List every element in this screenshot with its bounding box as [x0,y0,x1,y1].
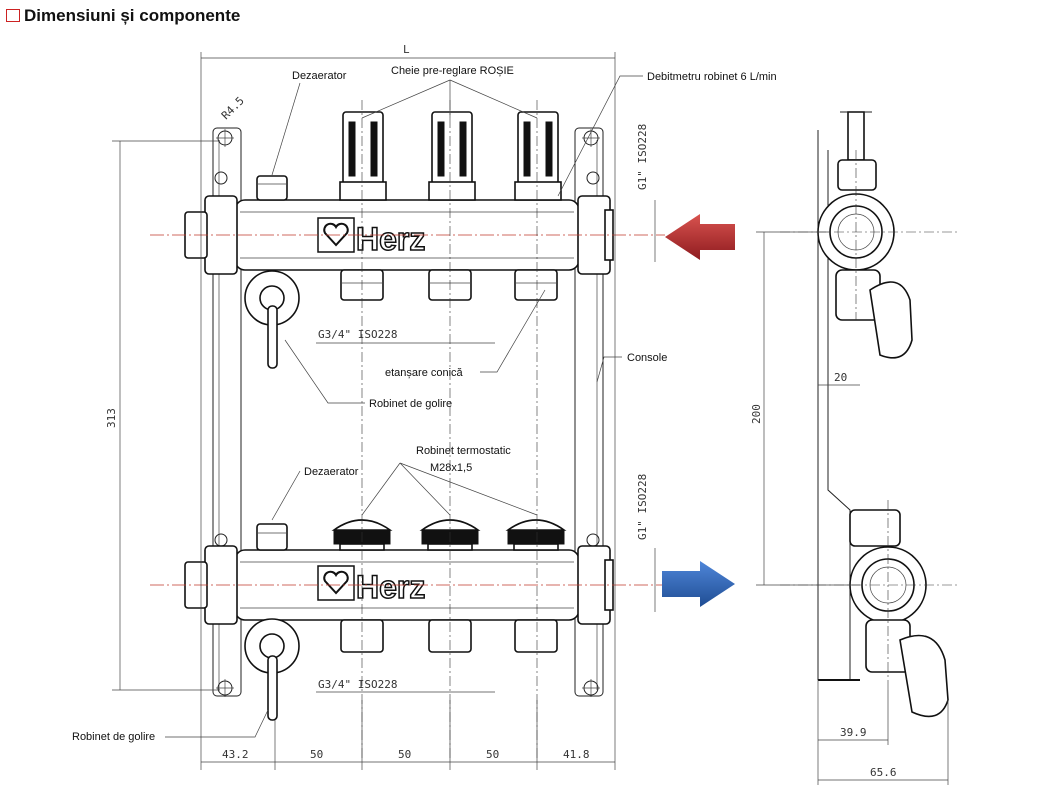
dim-iso-top: G1" ISO228 [636,124,649,190]
label-m28: M28x1,5 [430,462,472,474]
dim-313: 313 [105,408,118,428]
dezaerator-bottom [256,523,288,551]
label-robinet-golire-bottom: Robinet de golire [72,731,155,743]
flow-meter-1 [339,111,387,201]
flow-meter-3 [514,111,562,201]
dim-iso-bottom: G1" ISO228 [636,474,649,540]
brand-text: Herz [356,221,425,257]
label-console: Console [627,352,667,364]
outlet-bottom-3 [514,619,558,653]
console-frame [212,127,604,697]
thermostatic-valve-3 [505,519,567,551]
page-title: Dimensiuni și componente [6,6,240,26]
dim-r45: R4.5 [219,94,247,122]
dim-g34-top: G3/4" ISO228 [318,328,397,341]
envelope-icon [6,9,20,22]
drain-valve-bottom [244,618,300,721]
dim-20: 20 [834,371,847,384]
dim-50-b: 50 [398,748,411,761]
supply-arrow [665,214,735,260]
leaders [165,75,643,738]
upper-manifold: Herz [184,111,614,369]
label-cheie: Cheie pre-reglare ROȘIE [391,65,514,77]
return-arrow [662,561,735,607]
lower-manifold: Herz [184,519,614,721]
herz-logo-bottom: Herz [317,565,426,606]
flow-meter-2 [428,111,476,201]
label-debitmetru: Debitmetru robinet 6 L/min [647,71,777,83]
dezaerator-top [256,175,288,201]
label-dezaerator-bottom: Dezaerator [304,466,359,478]
label-robinet-golire-top: Robinet de golire [369,398,452,410]
outlet-top-3 [514,269,558,301]
label-robinet-termostatic: Robinet termostatic [416,445,511,457]
dim-200: 200 [750,404,763,424]
herz-logo: Herz [317,217,426,258]
dim-50-c: 50 [486,748,499,761]
dim-65-6: 65.6 [870,766,897,779]
dim-43-2: 43.2 [222,748,249,761]
dim-50-a: 50 [310,748,323,761]
dim-39-9: 39.9 [840,726,867,739]
dimension-lines [112,52,949,785]
dim-41-8: 41.8 [563,748,590,761]
brand-text-bottom: Herz [356,569,425,605]
page-title-text: Dimensiuni și componente [24,6,241,25]
drain-valve-top [244,270,300,369]
label-dezaerator-top: Dezaerator [292,70,347,82]
dim-L: L [403,43,410,56]
dim-g34-bottom: G3/4" ISO228 [318,678,397,691]
side-view [780,111,960,718]
label-etansare: etanșare conică [385,367,464,379]
